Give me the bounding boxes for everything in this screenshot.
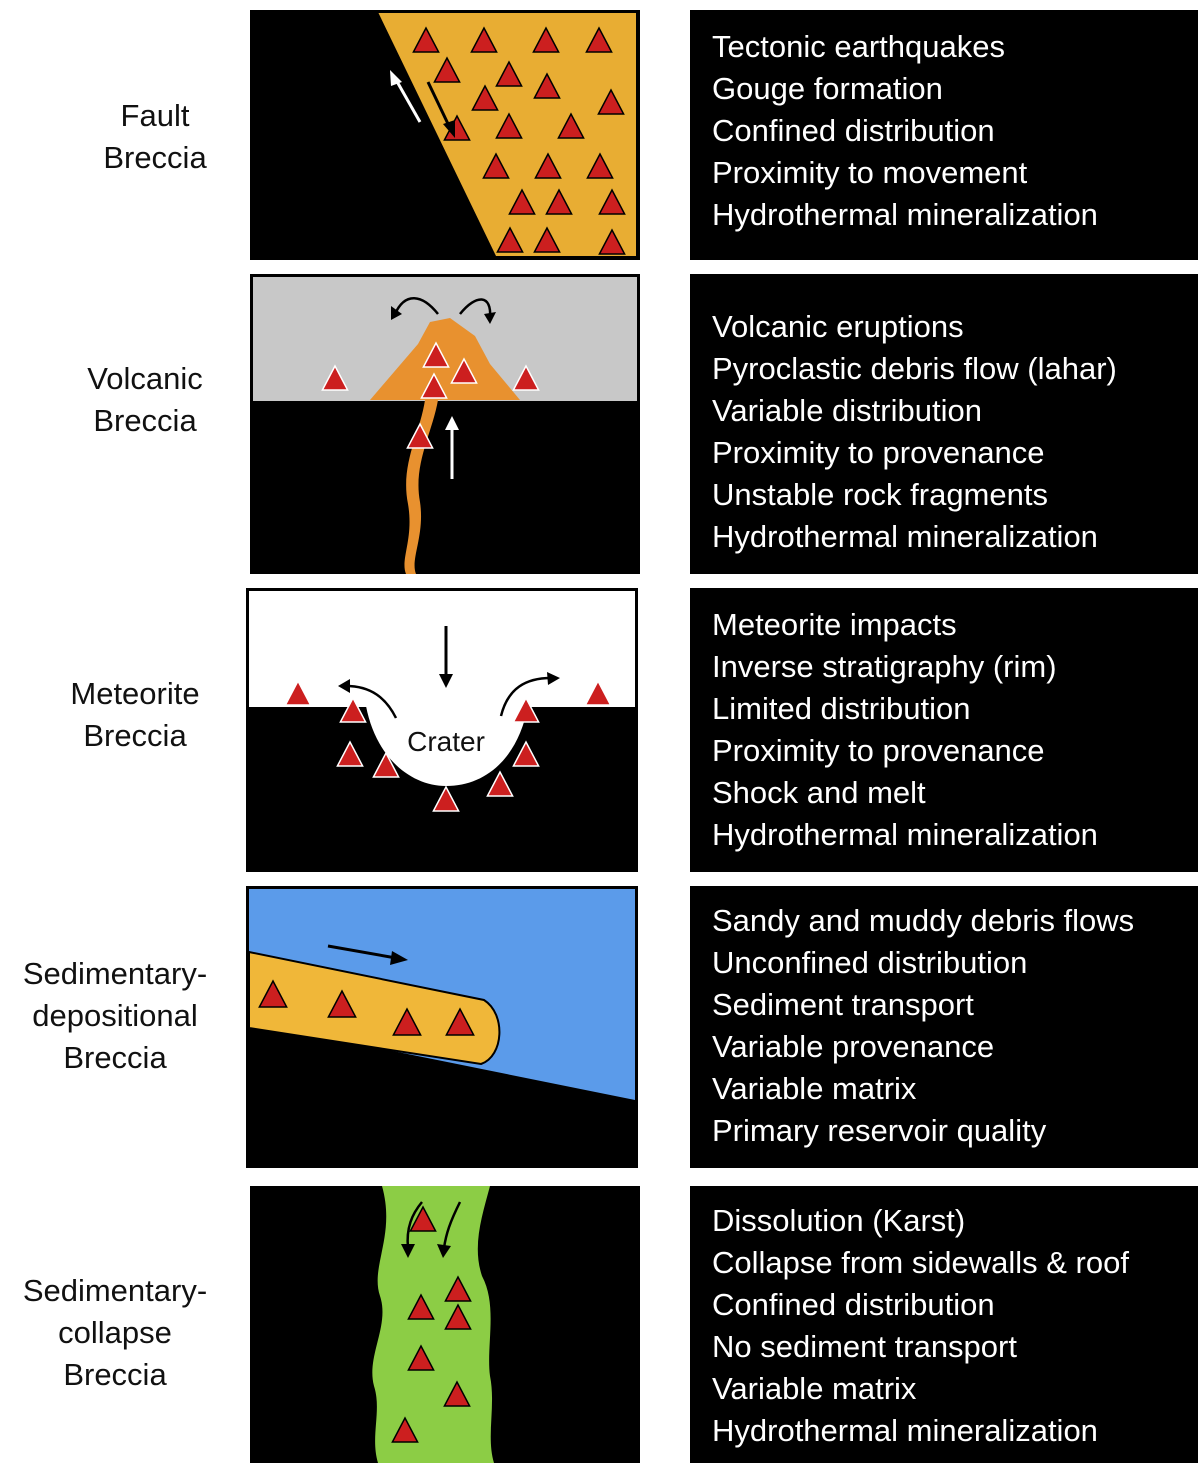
feature-line: Variable matrix <box>712 1068 1198 1110</box>
feature-line: Volcanic eruptions <box>712 306 1198 348</box>
label-line: collapse <box>5 1312 225 1354</box>
label-line: Breccia <box>5 1037 225 1079</box>
fault-breccia-features: Tectonic earthquakes Gouge formation Con… <box>690 10 1198 260</box>
volcanic-breccia-features: Volcanic eruptions Pyroclastic debris fl… <box>690 274 1198 574</box>
feature-line: Confined distribution <box>712 1284 1198 1326</box>
label-line: Volcanic <box>60 358 230 400</box>
meteorite-breccia-features: Meteorite impacts Inverse stratigraphy (… <box>690 588 1198 872</box>
label-line: depositional <box>5 995 225 1037</box>
feature-line: Hydrothermal mineralization <box>712 814 1198 856</box>
fault-breccia-diagram <box>250 10 640 260</box>
feature-line: Dissolution (Karst) <box>712 1200 1198 1242</box>
sedimentary-collapse-breccia-diagram <box>250 1186 640 1463</box>
feature-line: Collapse from sidewalls & roof <box>712 1242 1198 1284</box>
feature-line: Limited distribution <box>712 688 1198 730</box>
label-line: Breccia <box>70 137 240 179</box>
label-line: Meteorite <box>50 673 220 715</box>
feature-line: Sediment transport <box>712 984 1198 1026</box>
feature-line: Hydrothermal mineralization <box>712 1410 1198 1452</box>
feature-line: Primary reservoir quality <box>712 1110 1198 1152</box>
sedimentary-collapse-breccia-label: Sedimentary- collapse Breccia <box>5 1270 225 1396</box>
feature-line: Variable distribution <box>712 390 1198 432</box>
sedimentary-depositional-breccia-features: Sandy and muddy debris flows Unconfined … <box>690 886 1198 1168</box>
feature-line: Meteorite impacts <box>712 604 1198 646</box>
feature-line: Shock and melt <box>712 772 1198 814</box>
feature-line: Inverse stratigraphy (rim) <box>712 646 1198 688</box>
feature-line: Tectonic earthquakes <box>712 26 1198 68</box>
meteorite-breccia-diagram: Crater <box>246 588 638 872</box>
feature-line: Sandy and muddy debris flows <box>712 900 1198 942</box>
feature-line: Unconfined distribution <box>712 942 1198 984</box>
feature-line: No sediment transport <box>712 1326 1198 1368</box>
feature-line: Variable matrix <box>712 1368 1198 1410</box>
sedimentary-collapse-breccia-features: Dissolution (Karst) Collapse from sidewa… <box>690 1186 1198 1463</box>
volcanic-breccia-label: Volcanic Breccia <box>60 358 230 442</box>
feature-line: Confined distribution <box>712 110 1198 152</box>
crater-label: Crater <box>407 726 485 757</box>
feature-line: Variable provenance <box>712 1026 1198 1068</box>
sedimentary-depositional-breccia-label: Sedimentary- depositional Breccia <box>5 953 225 1079</box>
label-line: Breccia <box>60 400 230 442</box>
feature-line: Gouge formation <box>712 68 1198 110</box>
label-line: Sedimentary- <box>5 953 225 995</box>
feature-line: Proximity to provenance <box>712 432 1198 474</box>
meteorite-breccia-label: Meteorite Breccia <box>50 673 220 757</box>
feature-line: Unstable rock fragments <box>712 474 1198 516</box>
meteorite-sky <box>249 591 635 707</box>
fault-breccia-label: Fault Breccia <box>70 95 240 179</box>
feature-line: Hydrothermal mineralization <box>712 194 1198 236</box>
label-line: Fault <box>70 95 240 137</box>
feature-line: Proximity to provenance <box>712 730 1198 772</box>
volcanic-breccia-diagram <box>250 274 640 574</box>
sedimentary-depositional-breccia-diagram <box>246 886 638 1168</box>
label-line: Breccia <box>50 715 220 757</box>
label-line: Sedimentary- <box>5 1270 225 1312</box>
label-line: Breccia <box>5 1354 225 1396</box>
feature-line: Hydrothermal mineralization <box>712 516 1198 558</box>
feature-line: Pyroclastic debris flow (lahar) <box>712 348 1198 390</box>
feature-line: Proximity to movement <box>712 152 1198 194</box>
